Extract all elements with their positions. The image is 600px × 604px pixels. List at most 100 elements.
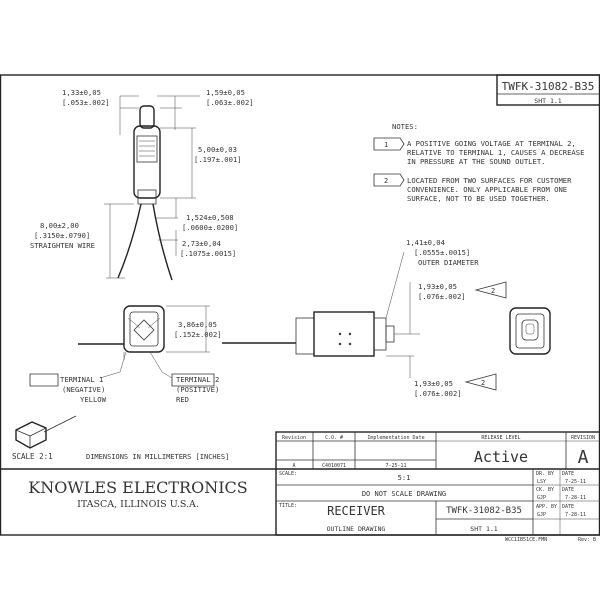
dim-7-mm: 3,86±0,05 (178, 320, 217, 329)
dim-6-in: [.1075±.0015] (180, 249, 236, 258)
note-2-flag (373, 173, 405, 187)
dr-by-value: LSY (537, 479, 546, 485)
top-outlet (385, 325, 395, 343)
iso-view (15, 415, 77, 449)
header-box (496, 74, 600, 106)
dim-9-mm: 1,93±0,05 (418, 282, 457, 291)
terminal-1-line-3: YELLOW (80, 395, 107, 404)
dr-date-label: DATE (562, 471, 574, 477)
footer-file: WCC1IB51CE.FMN (505, 537, 547, 543)
dim-8-label: OUTER DIAMETER (418, 258, 479, 267)
app-by-value: GJP (537, 512, 546, 518)
flag-2-upper (474, 281, 507, 299)
receiver-body (133, 125, 161, 199)
label-area (136, 135, 158, 163)
scale-field-label: SCALE: (279, 471, 297, 477)
note-2-line-1: LOCATED FROM TWO SURFACES FOR CUSTOMER (407, 176, 572, 185)
revision-label: REVISION (571, 435, 595, 441)
dr-date-value: 7-25-11 (565, 479, 586, 485)
front-body (123, 305, 165, 353)
dim-1-in: [.053±.002] (62, 98, 110, 107)
dim-8-mm: 1,41±0,04 (406, 238, 445, 247)
release-level-value: Active (474, 448, 528, 466)
note-1-line-1: A POSITIVE GOING VOLTAGE AT TERMINAL 2, (407, 139, 576, 148)
dim-5-mm: 8,00±2,00 (40, 221, 79, 230)
top-body (313, 311, 375, 357)
iso-body (15, 421, 47, 449)
sound-outlet (139, 105, 155, 129)
rev-header-co: C.O. # (325, 435, 343, 441)
terminal-2-flag (171, 373, 215, 387)
iso-wires (43, 415, 77, 433)
dim-3-mm: 5,00±0,03 (198, 145, 237, 154)
app-date-label: DATE (562, 504, 574, 510)
dim-1-mm: 1,33±0,05 (62, 88, 101, 97)
end-body (509, 307, 551, 355)
dim-8-in: [.0555±.0015] (414, 248, 470, 257)
dim-9-in: [.076±.002] (418, 292, 466, 301)
dim-2-mm: 1,59±0,05 (206, 88, 245, 97)
notes-title: NOTES: (392, 122, 418, 131)
units-note: DIMENSIONS IN MILLIMETERS [INCHES] (86, 453, 229, 461)
top-view (222, 251, 420, 378)
header-sheet: SHT 1.1 (534, 97, 561, 105)
note-2: 2 LOCATED FROM TWO SURFACES FOR CUSTOMER… (373, 173, 572, 203)
note-1-line-3: IN PRESSURE AT THE SOUND OUTLET. (407, 157, 545, 166)
scale-value: 5:1 (398, 474, 411, 482)
dim-6-mm: 2,73±0,04 (182, 239, 221, 248)
note-1: 1 A POSITIVE GOING VOLTAGE AT TERMINAL 2… (373, 137, 584, 166)
front-view (78, 305, 210, 379)
title-block-sheet: SHT 1.1 (470, 525, 497, 533)
terminal-pads (133, 319, 155, 341)
do-not-scale: DO NOT SCALE DRAWING (362, 490, 446, 498)
dim-2-in: [.063±.002] (206, 98, 254, 107)
drawing-scale: SCALE 2:1 (12, 452, 53, 461)
terminal-2-line-2: (POSITIVE) (176, 385, 219, 394)
note-1-line-2: RELATIVE TO TERMINAL 1, CAUSES A DECREAS… (407, 148, 584, 157)
rev-header-date: Implementation Date (367, 435, 424, 441)
rev-row-revision: A (292, 463, 295, 469)
dim-4-mm: 1,524±0,508 (186, 213, 234, 222)
terminal-2-line-3: RED (176, 395, 189, 404)
rev-header-revision: Revision (282, 435, 306, 441)
note-1-number: 1 (384, 141, 388, 149)
dr-by-label: DR. BY (536, 471, 554, 477)
ck-date-value: 7-28-11 (565, 495, 586, 501)
company-location: ITASCA, ILLINOIS U.S.A. (77, 499, 199, 510)
terminal-1-line-1: TERMINAL 1 (60, 375, 103, 384)
revision-value: A (578, 447, 589, 468)
dim-7-in: [.152±.002] (174, 330, 222, 339)
release-level-label: RELEASE LEVEL (481, 435, 520, 441)
terminal-1-line-2: (NEGATIVE) (62, 385, 105, 394)
ck-by-value: GJP (537, 495, 546, 501)
flag-2-upper-number: 2 (491, 287, 495, 295)
dim-3-in: [.197±.001] (194, 155, 242, 164)
end-outlet (521, 319, 539, 341)
flag-2-lower (464, 373, 497, 391)
ck-by-label: CK. BY (536, 487, 554, 493)
note-2-number: 2 (384, 177, 388, 185)
app-by-label: APP. BY (536, 504, 557, 510)
title-field-label: TITLE: (279, 503, 297, 509)
title-block-part-number: TWFK-31082-B35 (446, 506, 522, 516)
terminal-1-callout: TERMINAL 1 (NEGATIVE) YELLOW (29, 373, 107, 404)
terminal-2-callout: TERMINAL 2 (POSITIVE) RED (171, 373, 219, 404)
terminal-1-flag (29, 373, 59, 387)
company-name: KNOWLES ELECTRONICS (28, 478, 247, 497)
dim-10-mm: 1,93±0,05 (414, 379, 453, 388)
wire-red (152, 203, 173, 281)
wire-yellow (117, 203, 142, 279)
note-2-line-3: SURFACE, NOT TO BE USED TOGETHER. (407, 194, 550, 203)
dim-5-in: [.3150±.0790] (34, 231, 90, 240)
note-2-line-2: CONVENIENCE. ONLY APPLICABLE FROM ONE (407, 185, 567, 194)
footer-rev: Rev: B (578, 537, 596, 543)
dim-4-in: [.0600±.0200] (182, 223, 238, 232)
note-1-flag (373, 137, 405, 151)
rev-row-co: C4010071 (322, 463, 346, 469)
drawing-title: RECEIVER (327, 504, 386, 518)
app-date-value: 7-28-11 (565, 512, 586, 518)
dim-5-label: STRAIGHTEN WIRE (30, 241, 95, 250)
rev-row-date: 7-25-11 (385, 463, 406, 469)
ck-date-label: DATE (562, 487, 574, 493)
